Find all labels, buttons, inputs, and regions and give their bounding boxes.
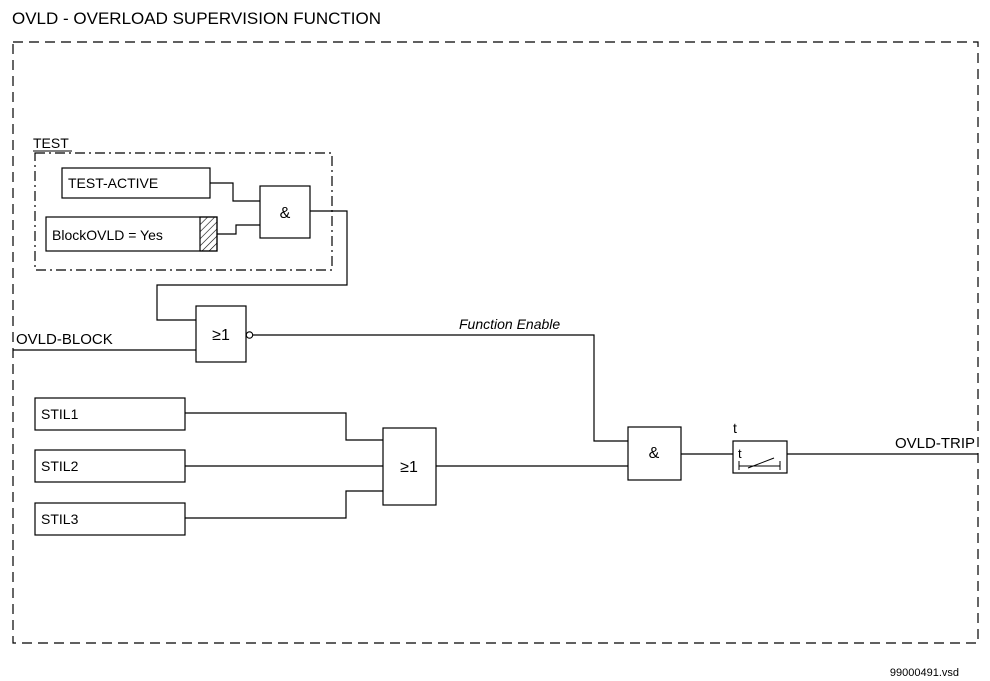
stil1-input — [34, 397, 186, 431]
stil2-input — [34, 449, 186, 483]
wire-block-ovld — [217, 224, 260, 235]
timer-top-label: t — [733, 420, 737, 436]
ovld-block-label: OVLD-BLOCK — [16, 331, 113, 348]
stil2-label: STIL2 — [41, 458, 79, 474]
time-delay-icon — [738, 457, 781, 470]
function-enable-label: Function Enable — [459, 316, 560, 332]
timer-block — [732, 440, 788, 474]
and-gate-trip-symbol: & — [649, 445, 660, 462]
stil1-label: STIL1 — [41, 406, 79, 422]
or-gate-stil-symbol: ≥1 — [400, 459, 418, 476]
stil3-label: STIL3 — [41, 511, 79, 527]
file-reference: 99000491.vsd — [890, 667, 959, 679]
test-active-input — [61, 167, 211, 199]
or-gate-stil — [382, 427, 437, 506]
ovld-trip-label: OVLD-TRIP — [895, 435, 975, 452]
wire-stil3 — [185, 490, 383, 519]
timer-inner-label: t — [738, 446, 742, 461]
function-boundary — [12, 41, 979, 644]
wire-stil1 — [185, 412, 383, 441]
and-gate-test-symbol: & — [280, 205, 291, 222]
and-gate-test — [259, 185, 311, 239]
stil3-input — [34, 502, 186, 536]
inversion-circle — [245, 331, 254, 339]
test-group-label: TEST — [33, 135, 69, 151]
wire-test-active — [210, 182, 260, 202]
or-gate-block-symbol: ≥1 — [212, 327, 230, 344]
wire-test-to-or — [156, 210, 348, 321]
diagram-title: OVLD - OVERLOAD SUPERVISION FUNCTION — [12, 9, 381, 28]
test-active-label: TEST-ACTIVE — [68, 175, 158, 191]
block-ovld-label: BlockOVLD = Yes — [52, 227, 163, 243]
setting-hatch-icon — [199, 216, 218, 252]
or-gate-block — [195, 305, 247, 363]
wire-function-enable — [253, 334, 628, 442]
and-gate-trip — [627, 426, 682, 481]
